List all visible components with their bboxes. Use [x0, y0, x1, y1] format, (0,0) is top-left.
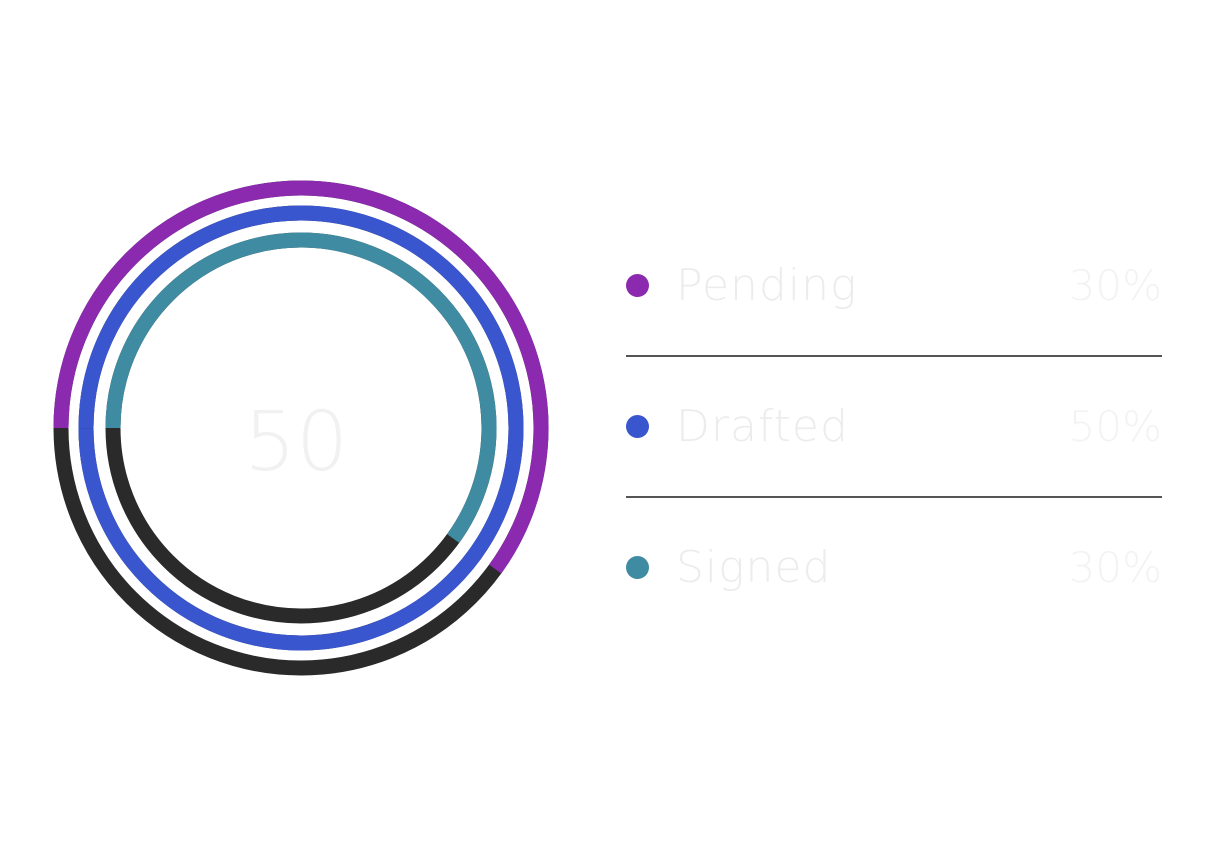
ring-arc-drafted [78, 205, 524, 651]
legend: Pending 30% Drafted 50% Signed 30% [626, 216, 1162, 639]
radial-ring-chart: 50 [53, 180, 549, 676]
ring-arc-signed [105, 232, 497, 543]
legend-value-pending: 30% [1068, 261, 1162, 310]
legend-value-signed: 30% [1068, 543, 1162, 592]
legend-row-signed: Signed 30% [626, 498, 1162, 639]
legend-dot-signed-icon [626, 556, 649, 579]
legend-dot-pending-icon [626, 274, 649, 297]
legend-label-signed: Signed [676, 542, 832, 593]
legend-dot-drafted-icon [626, 415, 649, 438]
center-value: 50 [244, 395, 348, 490]
ring-arc-pending [53, 180, 549, 574]
legend-row-drafted: Drafted 50% [626, 357, 1162, 498]
legend-label-drafted: Drafted [676, 401, 849, 452]
legend-row-pending: Pending 30% [626, 216, 1162, 357]
legend-value-drafted: 50% [1068, 402, 1162, 451]
legend-label-pending: Pending [676, 260, 858, 311]
